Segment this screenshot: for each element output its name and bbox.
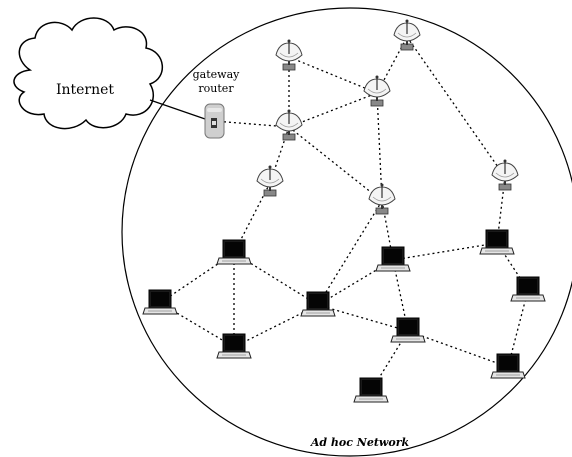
laptop-icon-l4	[375, 246, 411, 272]
wireless-link-s3-s4	[288, 92, 378, 128]
nodes-layer	[142, 19, 546, 403]
laptop-icon-l5	[216, 333, 252, 359]
gateway-label-line1: gateway	[192, 68, 240, 81]
antenna-icon-s3	[275, 109, 303, 141]
wireless-link-s4-s6	[376, 92, 383, 202]
antenna-icon-s6	[368, 183, 396, 215]
gateway-label-line2: router	[198, 82, 234, 95]
gateway-router-label: gateway router	[186, 68, 246, 96]
gateway-router-icon	[204, 103, 225, 139]
internet-gateway-link	[149, 99, 209, 121]
antenna-icon-s2	[275, 39, 303, 71]
internet-cloud-icon	[13, 17, 164, 130]
wireless-link-l3-l6	[317, 304, 409, 332]
laptop-icon-l2	[142, 289, 178, 315]
wireless-link-s2-s4	[288, 56, 378, 94]
antenna-icon-s1	[393, 19, 421, 51]
laptop-icon-l7	[479, 229, 515, 255]
wireless-link-l2-l5	[159, 302, 235, 348]
laptop-icon-l3	[300, 291, 336, 317]
laptop-icon-l8	[353, 377, 389, 403]
antenna-icon-s4	[363, 75, 391, 107]
wireless-link-s3-s6	[288, 126, 383, 202]
laptop-icon-l9	[490, 353, 526, 379]
wireless-link-l5-l3	[233, 304, 319, 348]
ad-hoc-network-boundary	[121, 7, 572, 457]
ad-hoc-network-label: Ad hoc Network	[310, 436, 410, 449]
laptop-icon-l10	[510, 276, 546, 302]
wireless-link-s6-l3	[317, 200, 383, 306]
laptop-icon-l6	[390, 317, 426, 343]
wireless-link-s1-s7	[406, 36, 506, 178]
laptop-icon-l1	[216, 239, 252, 265]
antenna-icon-s5	[256, 165, 284, 197]
internet-label: Internet	[55, 82, 115, 98]
antenna-icon-s7	[491, 159, 519, 191]
